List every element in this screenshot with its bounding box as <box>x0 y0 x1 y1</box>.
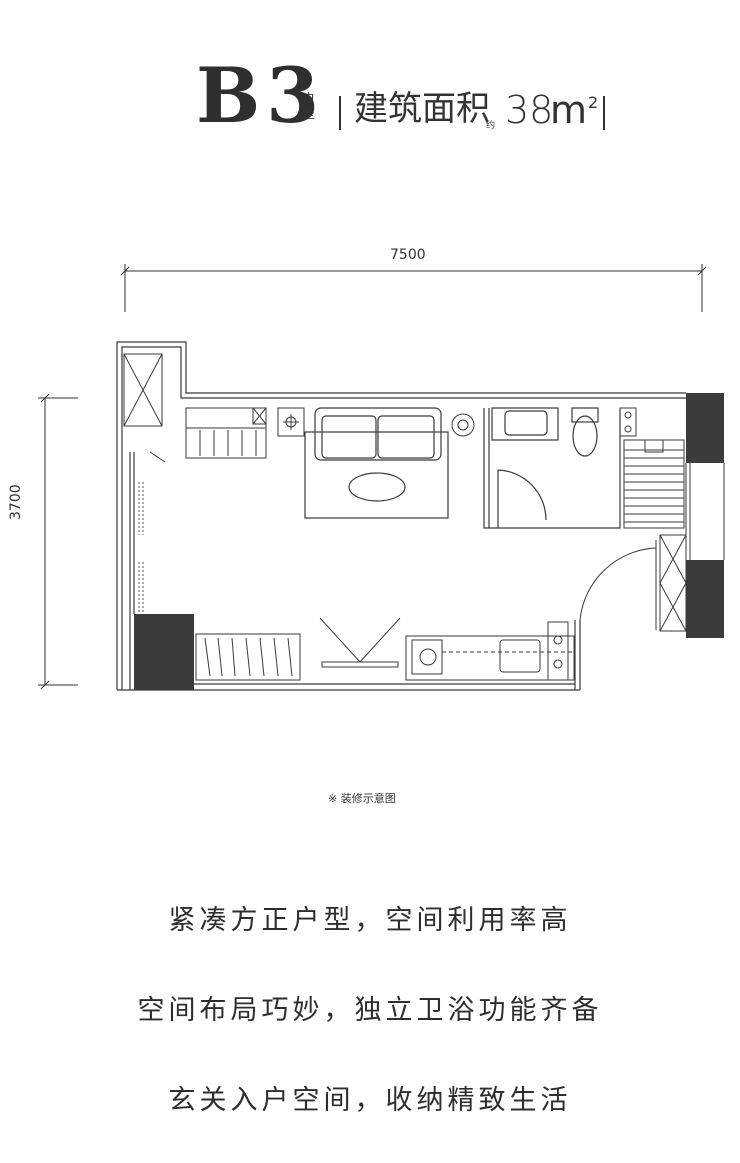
slogan-2: 空间布局巧妙，独立卫浴功能齐备 <box>137 995 603 1026</box>
height-dimension-line <box>38 393 78 690</box>
title-divider-right <box>603 96 605 130</box>
right-storage <box>659 534 687 632</box>
side-table-lamp <box>277 407 305 437</box>
right-window <box>685 463 725 560</box>
width-dimension-line <box>120 264 707 312</box>
bathroom <box>483 407 621 529</box>
entry-cabinet <box>185 407 267 459</box>
sofa <box>304 407 449 519</box>
area-unit: m <box>550 88 588 132</box>
slogan-3: 玄关入户空间，收纳精致生活 <box>168 1085 572 1116</box>
area-value: 38 <box>505 88 554 132</box>
area-unit-superscript: 2 <box>588 93 599 112</box>
title-divider-left <box>339 96 341 130</box>
shower-area <box>619 407 685 529</box>
approx-mark: 约 <box>486 121 496 131</box>
heater-marks <box>138 482 144 612</box>
vent-shaft <box>123 353 166 463</box>
unit-type-word: 户型 <box>302 92 316 122</box>
plant <box>451 413 475 437</box>
unit-code: B3 <box>196 51 326 140</box>
area-label: 建筑面积 <box>354 89 490 129</box>
kitchen-counter <box>405 621 575 681</box>
slogan-1: 紧凑方正户型，空间利用率高 <box>168 905 572 936</box>
structural-columns <box>134 393 724 690</box>
entry-door <box>579 540 657 630</box>
outer-walls <box>116 341 686 691</box>
decoration-note: ※ 装修示意图 <box>328 792 396 805</box>
width-dimension-label: 7500 <box>390 247 426 263</box>
wardrobe <box>195 633 301 681</box>
tv-unit <box>319 617 401 668</box>
